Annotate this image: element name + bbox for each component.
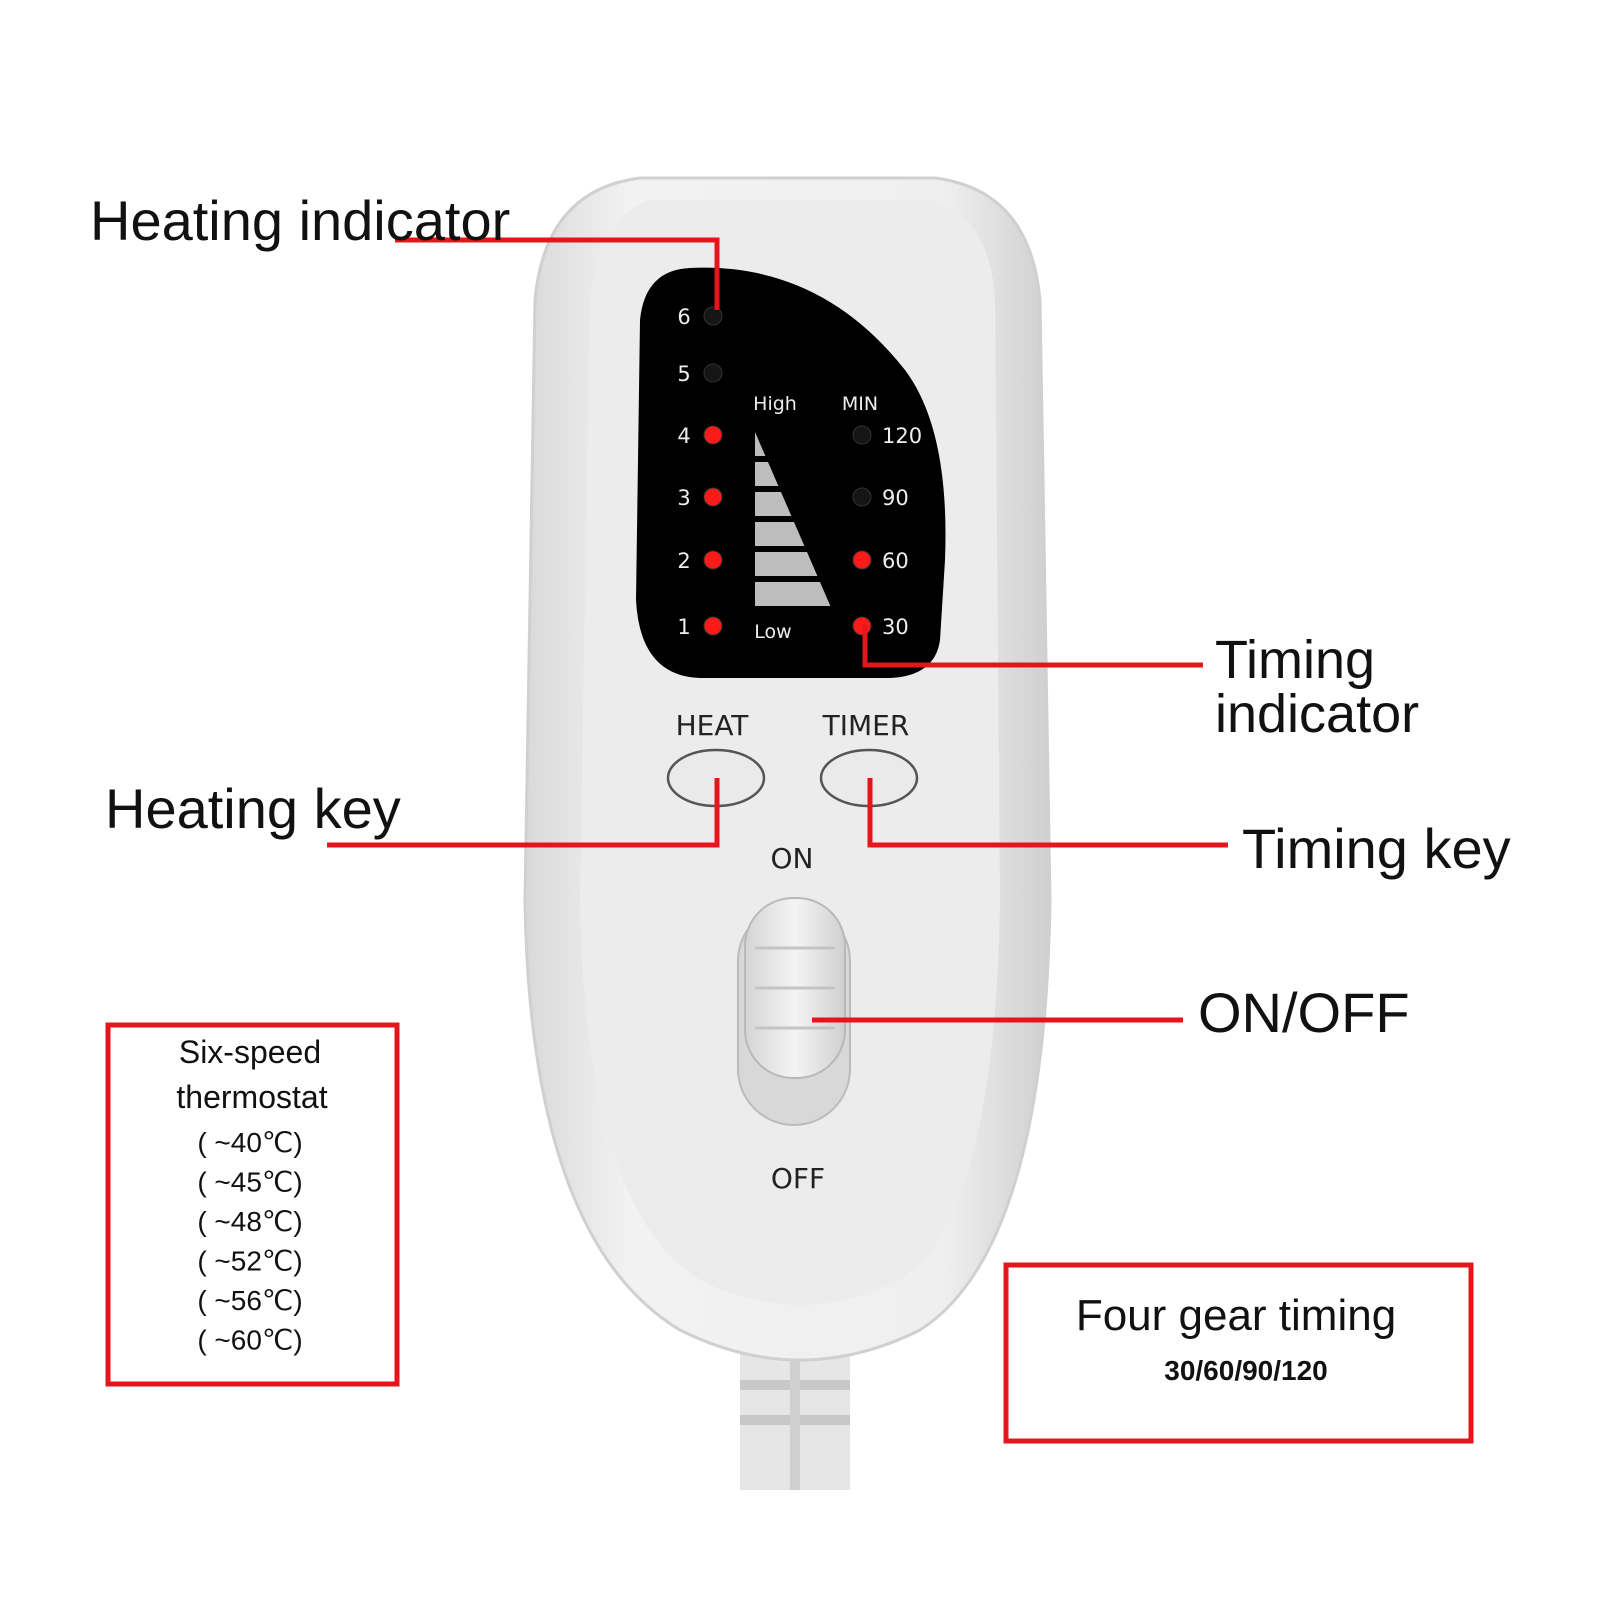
thermostat-level: ( ~45℃) — [197, 1167, 302, 1198]
heating-key-label: Heating key — [105, 777, 401, 840]
thermostat-level: ( ~48℃) — [197, 1206, 302, 1237]
heat-level-number: 5 — [677, 362, 690, 386]
timer-level-label: 60 — [882, 549, 909, 573]
heat-scale-stripe — [755, 432, 766, 456]
timing-indicator-leader — [862, 625, 1203, 668]
heat-led — [703, 550, 723, 570]
heating-indicator-leader — [395, 237, 720, 310]
heat-level-number: 1 — [677, 615, 690, 639]
timing-box-title: Four gear timing — [1076, 1291, 1396, 1340]
heat-scale-graphic — [755, 432, 831, 606]
timer-level-label: 30 — [882, 615, 909, 639]
timing-indicator-label-2: indicator — [1215, 684, 1419, 744]
timer-button-label: TIMER — [822, 709, 910, 742]
heat-level-indicators: 6 5 4 3 2 1 — [677, 305, 723, 639]
timing-box-values: 30/60/90/120 — [1164, 1355, 1328, 1386]
timing-indicator-label-1: Timing — [1215, 630, 1375, 690]
on-label: ON — [771, 842, 814, 875]
thermostat-level: ( ~56℃) — [197, 1285, 302, 1316]
heat-led — [703, 616, 723, 636]
timing-key-label: Timing key — [1242, 817, 1511, 880]
thermostat-level: ( ~60℃) — [197, 1325, 302, 1356]
timer-led — [852, 425, 872, 445]
heat-scale-stripe — [755, 582, 831, 606]
timer-led — [852, 616, 872, 636]
power-cable — [740, 1340, 850, 1490]
timer-level-label: 90 — [882, 486, 909, 510]
timer-indicators: 120 90 60 30 — [852, 424, 922, 639]
off-label: OFF — [771, 1162, 825, 1195]
thermostat-title-2: thermostat — [176, 1079, 327, 1115]
heat-led — [703, 425, 723, 445]
low-label: Low — [754, 621, 791, 643]
heat-scale-stripe — [755, 462, 779, 486]
heat-scale-stripe — [755, 522, 805, 546]
min-label: MIN — [842, 393, 878, 415]
heating-key-leader — [327, 778, 720, 848]
heat-led — [703, 363, 723, 383]
timer-led — [852, 550, 872, 570]
timing-info-box: Four gear timing 30/60/90/120 — [1003, 1262, 1474, 1444]
heat-led — [703, 306, 723, 326]
heat-scale-stripe — [755, 552, 818, 576]
heat-led — [703, 487, 723, 507]
timer-led — [852, 487, 872, 507]
thermostat-title-1: Six-speed — [179, 1034, 321, 1070]
thermostat-level: ( ~52℃) — [197, 1246, 302, 1277]
high-label: High — [753, 393, 797, 415]
on-off-switch[interactable] — [744, 897, 846, 1079]
heat-level-number: 3 — [677, 486, 690, 510]
heat-button-label: HEAT — [676, 709, 750, 742]
heat-level-number: 4 — [677, 424, 690, 448]
thermostat-level: ( ~40℃) — [197, 1127, 302, 1158]
timing-key-leader — [867, 778, 1228, 848]
heating-indicator-label: Heating indicator — [90, 189, 510, 252]
heat-level-number: 6 — [677, 305, 690, 329]
thermostat-info-box: Six-speed thermostat ( ~40℃) ( ~45℃) ( ~48… — [105, 1022, 400, 1387]
heat-scale-stripe — [755, 492, 792, 516]
on-off-label: ON/OFF — [1198, 981, 1410, 1044]
heat-level-number: 2 — [677, 549, 690, 573]
timer-level-label: 120 — [882, 424, 922, 448]
